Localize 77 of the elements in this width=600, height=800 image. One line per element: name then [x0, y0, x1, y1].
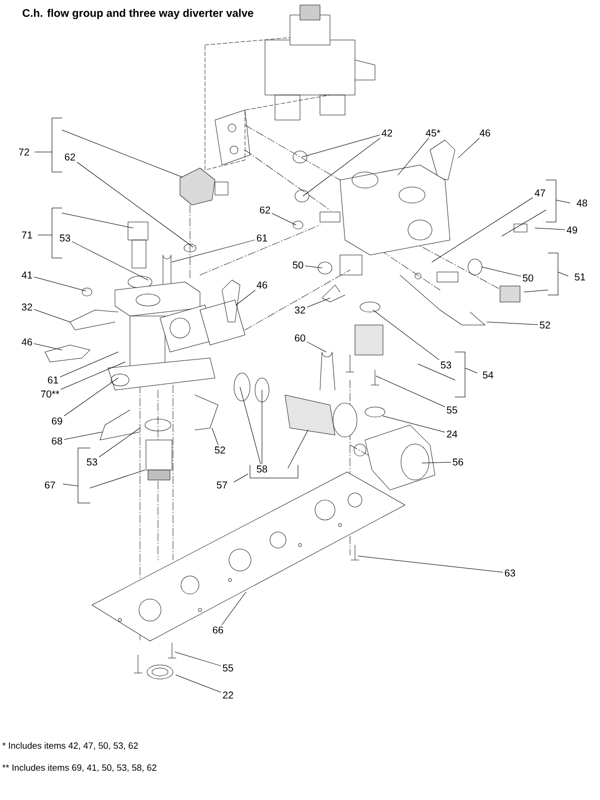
- callout-number: 61: [48, 376, 58, 384]
- leader-line: [60, 352, 118, 378]
- leader-line: [432, 197, 533, 262]
- leader-line: [376, 376, 445, 407]
- callout-number: 49: [566, 226, 578, 234]
- leader-line: [34, 309, 70, 322]
- leader-line: [307, 342, 326, 352]
- callout-number: 48: [576, 199, 588, 207]
- callout-number: 71: [22, 232, 32, 238]
- callout-number: 68: [52, 437, 62, 445]
- callout-number: 66: [212, 626, 224, 634]
- leader-line: [64, 432, 102, 440]
- leader-line: [176, 674, 221, 692]
- callout-number: 45*: [426, 130, 440, 136]
- callout-number: 69: [52, 417, 62, 425]
- callout-number: 50: [292, 261, 304, 269]
- footnote: * Includes items 42, 47, 50, 53, 62: [2, 742, 138, 750]
- callout-number: 62: [64, 153, 76, 161]
- callout-number: 32: [22, 303, 32, 311]
- footnote: ** Includes items 69, 41, 50, 53, 58, 62: [2, 764, 156, 772]
- callout-number: 46: [22, 338, 32, 346]
- leader-line: [305, 266, 322, 268]
- leader-line: [302, 138, 380, 196]
- callout-number: 54: [482, 372, 494, 378]
- callout-number: 52: [214, 446, 226, 454]
- callout-number: 70**: [41, 390, 60, 398]
- callout-number: 67: [44, 481, 56, 489]
- callout-number: 52: [540, 321, 550, 329]
- callout-number: 24: [446, 430, 458, 438]
- callout-number: 55: [446, 406, 458, 414]
- leader-line: [212, 428, 218, 446]
- leader-line: [302, 134, 380, 158]
- callout-number: 55: [222, 664, 234, 672]
- callout-number: 53: [60, 234, 70, 242]
- leader-line: [34, 276, 86, 292]
- leader-line: [458, 138, 480, 158]
- callout-number: 53: [86, 458, 98, 466]
- leader-line: [64, 378, 118, 416]
- leader-line: [534, 228, 565, 230]
- leader-line: [398, 138, 429, 176]
- leader-line: [172, 240, 255, 262]
- leader-line: [422, 462, 451, 464]
- leader-line: [34, 343, 62, 350]
- title: C.h. flow group and three way diverter valve: [22, 8, 254, 20]
- callout-number: 42: [382, 130, 392, 136]
- leader-line: [372, 310, 440, 360]
- callout-number: 53: [440, 361, 452, 369]
- callout-number: 22: [222, 692, 234, 698]
- leader-line: [486, 322, 538, 325]
- callout-number: 62: [260, 206, 270, 214]
- callout-number: 58: [256, 465, 268, 473]
- leader-line: [272, 213, 296, 226]
- callout-number: 41: [22, 272, 32, 278]
- leader-line: [174, 652, 221, 666]
- callout-number: 46: [256, 281, 268, 289]
- leader-line: [358, 556, 503, 572]
- callout-number: 32: [294, 306, 306, 314]
- callout-number: 46: [480, 129, 490, 137]
- callout-number: 50: [522, 274, 534, 282]
- callout-number: 57: [216, 482, 228, 488]
- callout-number: 60: [294, 334, 306, 342]
- leader-line: [60, 362, 126, 390]
- leader-line: [240, 386, 261, 464]
- callout-number: 72: [18, 148, 30, 156]
- leader-line: [307, 298, 330, 308]
- leader-line: [76, 162, 194, 248]
- callout-number: 61: [256, 234, 268, 242]
- leader-line: [236, 290, 256, 306]
- callout-number: 47: [534, 190, 546, 196]
- leader-line: [99, 428, 140, 458]
- leader-line: [222, 592, 246, 626]
- leader-line: [72, 241, 148, 280]
- callout-number: 51: [574, 274, 586, 280]
- callout-number: 63: [504, 569, 516, 577]
- leader-line: [482, 266, 521, 277]
- leader-line: [382, 416, 445, 432]
- callout-number: 56: [452, 458, 464, 466]
